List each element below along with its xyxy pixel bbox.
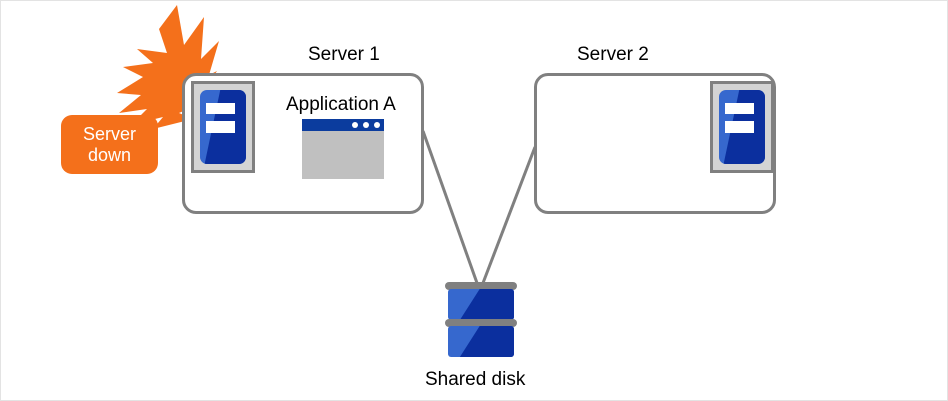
server-icon-bar-1 [724, 102, 755, 115]
server-icon-bar-2 [724, 121, 755, 133]
disk-segment [448, 289, 514, 320]
window-dot-icon [363, 122, 369, 128]
window-dot-icon [352, 122, 358, 128]
shared-disk-icon [445, 282, 517, 362]
server-icon-body [719, 90, 765, 164]
server-down-callout: Server down [61, 115, 158, 174]
server-machine-icon [710, 81, 774, 173]
window-dot-icon [374, 122, 380, 128]
disk-segment [448, 326, 514, 357]
application-a-label: Application A [286, 94, 396, 115]
server2-title: Server 2 [577, 44, 649, 65]
server-icon-bar-2 [205, 121, 236, 133]
server-machine-icon [191, 81, 255, 173]
server-down-line-2: down [87, 144, 132, 165]
server-icon-body [200, 90, 246, 164]
connector-server1-to-disk [421, 130, 479, 284]
application-window-titlebar [302, 119, 384, 131]
server-icon-bar-1 [205, 102, 236, 115]
server-down-line-1: Server [82, 123, 136, 144]
application-window-icon [302, 119, 384, 179]
server1-title: Server 1 [308, 44, 380, 65]
disk-separator [445, 282, 517, 290]
shared-disk-label: Shared disk [425, 369, 526, 390]
connector-server2-to-disk [481, 146, 537, 284]
disk-separator [445, 319, 517, 327]
